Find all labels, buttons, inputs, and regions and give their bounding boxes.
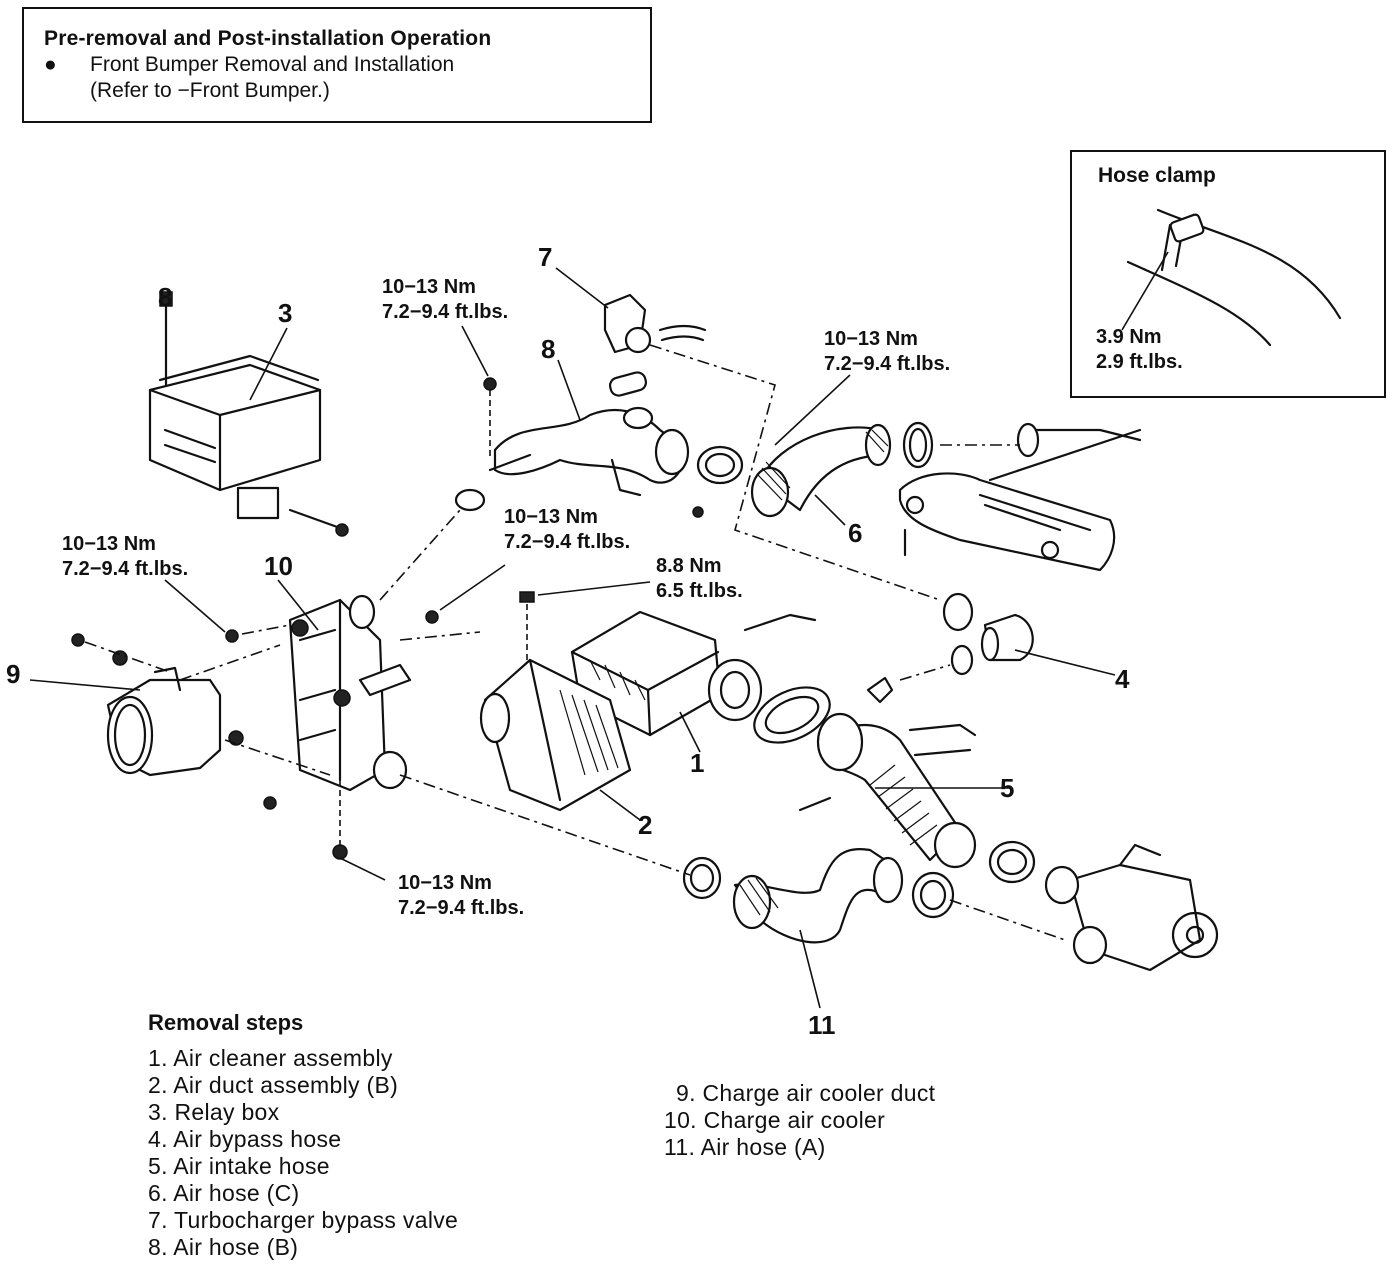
charge-air-cooler-duct [71,633,277,810]
removal-step-10: 10. Charge air cooler [664,1107,886,1133]
charge-air-cooler [225,488,486,860]
callout-4: 4 [1115,664,1130,694]
torque-cleaner-ft: 6.5 ft.lbs. [656,580,743,602]
air-hose-c [750,421,934,518]
callout-7: 7 [538,242,552,272]
removal-step-7: 7. Turbocharger bypass valve [148,1207,459,1233]
hose-clamp-torque-nm: 3.9 Nm [1096,326,1162,348]
hose-clamp-drawing: Hose clamp 3.9 Nm 2.9 ft.lbs. [1096,164,1342,373]
leader-lines [29,267,1116,1009]
air-hose-a [682,847,955,944]
pre-removal-item-line2: (Refer to −Front Bumper.) [90,79,330,102]
removal-step-4: 4. Air bypass hose [148,1126,342,1152]
removal-step-5: 5. Air intake hose [148,1153,330,1179]
air-hose-b [483,371,744,518]
torque-duct-nm: 10−13 Nm [62,533,156,555]
pre-removal-item-line1: Front Bumper Removal and Installation [90,53,455,76]
callout-8: 8 [541,334,555,364]
removal-step-9: 9. Charge air cooler duct [676,1080,936,1106]
torque-cooler-top-nm: 10−13 Nm [504,506,598,528]
callout-numbers: 3 8 7 8 6 4 5 1 2 11 9 10 [6,242,1130,1040]
torque-cooler-bottom-nm: 10−13 Nm [398,872,492,894]
removal-step-6: 6. Air hose (C) [148,1180,300,1206]
removal-steps-title: Removal steps [148,1010,304,1035]
bullet-icon: ● [44,53,57,76]
removal-step-3: 3. Relay box [148,1099,280,1125]
removal-step-11: 11. Air hose (A) [664,1134,826,1160]
assembly-lines [84,344,1066,941]
relay-box [148,291,349,537]
callout-11: 11 [808,1010,836,1040]
callout-5: 5 [1000,773,1014,803]
callout-3: 3 [278,298,292,328]
torque-cooler-bottom-ft: 7.2−9.4 ft.lbs. [398,897,524,919]
hose-clamp-title: Hose clamp [1098,164,1216,187]
callout-9: 9 [6,659,20,689]
torque-cooler-top-ft: 7.2−9.4 ft.lbs. [504,531,630,553]
torque-air-hose-c-ft: 7.2−9.4 ft.lbs. [824,353,950,375]
torque-air-hose-b-nm: 10−13 Nm [382,276,476,298]
removal-step-2: 2. Air duct assembly (B) [148,1072,399,1098]
engine-intake-area [898,422,1142,572]
pre-removal-note: Pre-removal and Post-installation Operat… [22,7,652,123]
pre-removal-title: Pre-removal and Post-installation Operat… [44,27,492,50]
torque-air-hose-c-nm: 10−13 Nm [824,328,918,350]
torque-labels: 10−13 Nm 7.2−9.4 ft.lbs. 10−13 Nm 7.2−9.… [62,276,950,919]
removal-step-8: 8. Air hose (B) [148,1234,299,1260]
callout-1: 1 [690,748,704,778]
turbocharger-bypass-valve [603,293,707,354]
hose-clamp-inset [1070,150,1386,398]
throttle-body [1044,843,1219,972]
removal-step-1: 1. Air cleaner assembly [148,1045,393,1071]
callout-10: 10 [264,551,293,581]
air-intake-hose [798,676,1036,884]
hose-clamp-torque-ft: 2.9 ft.lbs. [1096,351,1183,373]
air-duct-assembly-b [479,658,632,812]
air-bypass-hose [942,592,1034,676]
callout-8-relay: 8 [158,282,172,312]
callout-2: 2 [638,810,652,840]
torque-cleaner-nm: 8.8 Nm [656,555,722,577]
callout-6: 6 [848,518,862,548]
torque-duct-ft: 7.2−9.4 ft.lbs. [62,558,188,580]
torque-air-hose-b-ft: 7.2−9.4 ft.lbs. [382,301,508,323]
